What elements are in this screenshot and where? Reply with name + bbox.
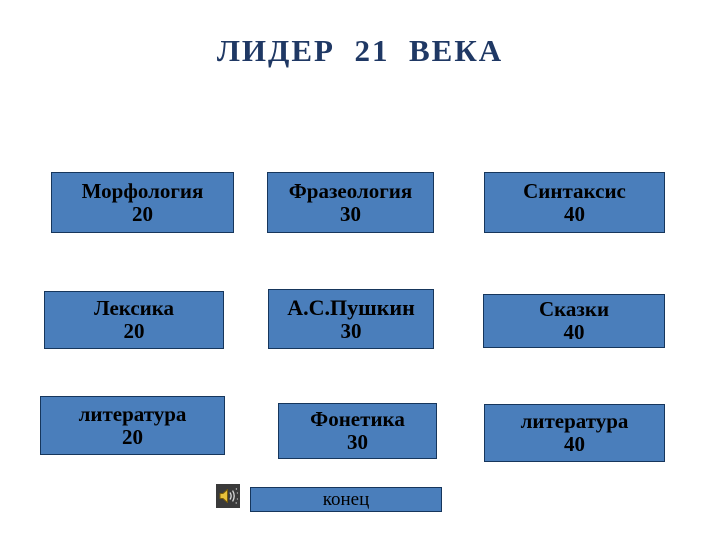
tile-skazki-40[interactable]: Сказки 40 <box>483 294 665 348</box>
tile-label: литература <box>78 401 187 426</box>
tile-points: 40 <box>563 320 585 344</box>
tile-points: 30 <box>340 201 361 226</box>
tile-label: Лексика <box>93 296 175 321</box>
end-button-label: конец <box>322 488 370 510</box>
tile-label: Сказки <box>538 297 610 322</box>
tile-label: литература <box>520 409 629 434</box>
tile-points: 40 <box>564 432 585 456</box>
tile-label: Морфология <box>81 178 204 203</box>
page-title: ЛИДЕР 21 ВЕКА <box>216 33 504 68</box>
tile-label: Синтаксис <box>523 178 626 203</box>
tile-morfologiya-20[interactable]: Морфология 20 <box>51 172 234 233</box>
tile-points: 40 <box>564 201 585 226</box>
tile-points: 30 <box>347 430 368 454</box>
tile-label: А.С.Пушкин <box>287 294 415 320</box>
tile-label: Фразеология <box>288 178 413 203</box>
tile-pushkin-30[interactable]: А.С.Пушкин 30 <box>268 289 434 349</box>
tile-literatura-40[interactable]: литература 40 <box>484 404 665 462</box>
tile-points: 20 <box>122 424 143 449</box>
tile-points: 30 <box>340 318 362 343</box>
end-button[interactable]: конец <box>250 487 442 512</box>
tile-label: Фонетика <box>310 407 405 432</box>
tile-points: 20 <box>132 201 153 226</box>
tile-literatura-20[interactable]: литература 20 <box>40 396 225 455</box>
tile-leksika-20[interactable]: Лексика 20 <box>44 291 224 349</box>
tile-fonetika-30[interactable]: Фонетика 30 <box>278 403 437 459</box>
tile-frazeologiya-30[interactable]: Фразеология 30 <box>267 172 434 233</box>
tile-points: 20 <box>123 319 145 343</box>
tile-sintaksis-40[interactable]: Синтаксис 40 <box>484 172 665 233</box>
speaker-sound-icon[interactable] <box>216 484 240 508</box>
